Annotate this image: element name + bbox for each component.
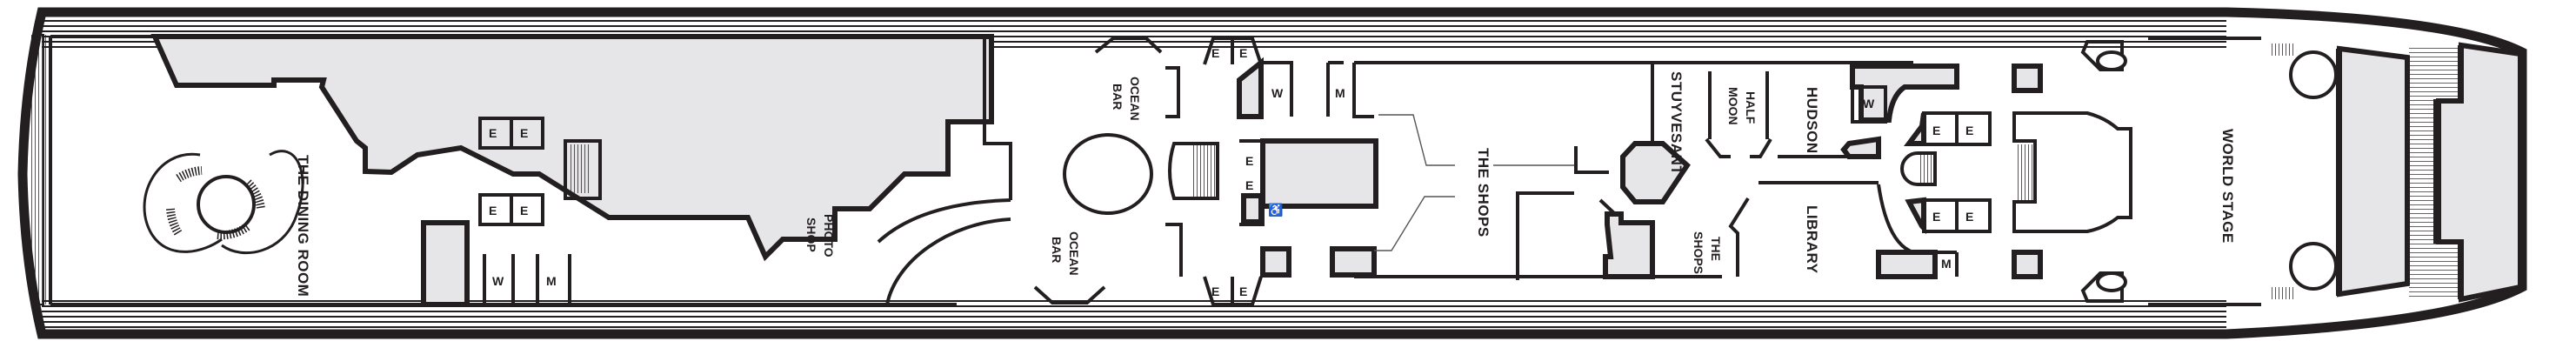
aft-elevator-core [478,117,602,226]
womens-restroom-icon: W [1271,86,1284,100]
label-ocean-bar-bottom-line2: BAR [1050,237,1064,263]
elevator-icon: E [1932,210,1940,224]
world-stage-lobby [2012,64,2132,279]
womens-restroom-icon: W [492,274,504,288]
forward-elevator-core [1900,111,1992,235]
label-world-stage: WORLD STAGE [2219,129,2236,244]
label-half-moon-line2: MOON [1726,87,1740,125]
label-ocean-bar-bottom-line1: OCEAN [1067,231,1081,276]
mens-restroom-icon: M [546,274,557,288]
label-ocean-bar-top-line1: OCEAN [1128,77,1142,121]
mid-elevators [1203,37,1263,306]
elevator-icon: E [1211,284,1219,298]
mens-restroom-icon: M [1941,257,1952,271]
hull [17,7,2527,339]
mens-restroom-icon: M [1335,86,1345,100]
world-stage [2148,37,2523,306]
label-the-shops-lower-line2: SHOPS [1692,231,1705,274]
promenade-deck-bottom [42,300,2226,328]
lounges-area [1652,61,1913,277]
elevator-icon: E [520,126,528,140]
womens-restroom-icon: W [1863,97,1875,110]
elevator-icon: E [1239,284,1247,298]
accessible-restroom-icon: ♿ [1268,203,1283,218]
elevator-icon: E [1965,210,1973,224]
label-the-shops-center: THE SHOPS [1475,148,1492,238]
elevator-icon: E [1965,124,1973,137]
label-half-moon-line1: HALF [1744,91,1758,124]
ocean-bar-area [983,37,1219,304]
label-hudson: HUDSON [1804,87,1820,154]
stern-hatching [31,34,47,305]
label-dining-room: THE DINING ROOM [295,155,311,297]
dining-room-staircase [143,150,304,254]
elevator-icon: E [1211,46,1219,60]
elevator-icon: E [489,126,497,140]
elevator-icon: E [489,204,497,218]
label-stuyvesant: STUYVESANT [1668,71,1685,175]
label-ocean-bar-top-line2: BAR [1111,84,1124,110]
elevator-icon: E [1245,154,1253,168]
label-library: LIBRARY [1804,205,1820,274]
shops-area [1354,61,1722,280]
label-photo-shop-line1: PHOTO [822,214,836,258]
central-service-block [1237,57,1378,278]
stage-spiral-stairs [2080,40,2127,303]
forward-service-block [1840,64,1959,279]
label-photo-shop-line2: SHOP [804,218,818,252]
elevator-icon: E [1932,124,1940,137]
elevator-icon: E [1245,178,1253,192]
ocean-bar-ramp [877,198,1011,305]
elevator-icon: E [520,204,528,218]
aft-restrooms [421,220,571,307]
elevator-icon: E [1239,46,1247,60]
label-the-shops-lower-line1: THE [1709,237,1723,261]
